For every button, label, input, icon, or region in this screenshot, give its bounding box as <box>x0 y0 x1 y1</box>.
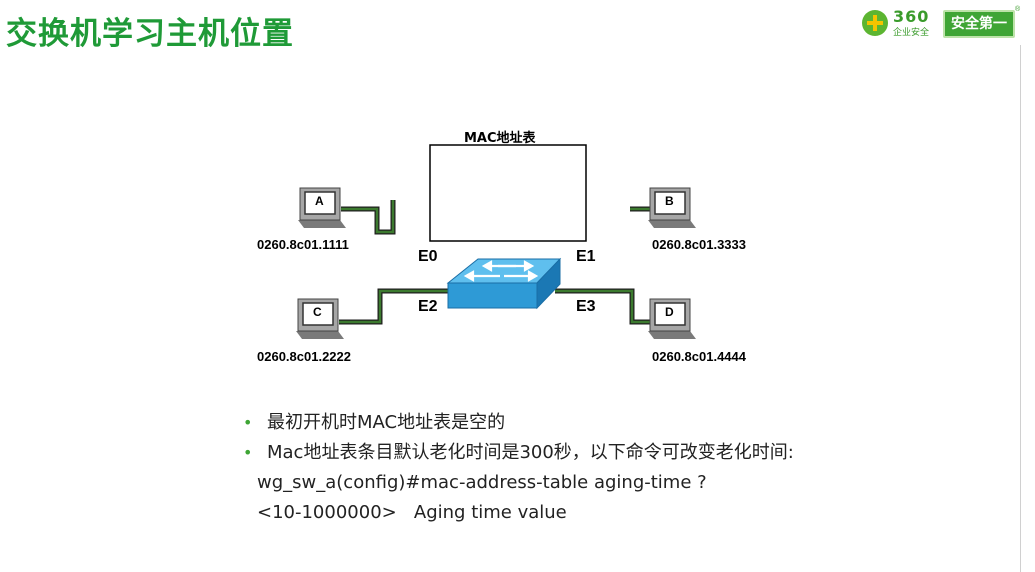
computer-d-icon <box>648 298 696 339</box>
host-b-mac: 0260.8c01.3333 <box>652 237 746 252</box>
port-e0: E0 <box>418 248 438 265</box>
port-e1: E1 <box>576 248 596 265</box>
mac-table-title: MAC地址表 <box>464 131 536 146</box>
mac-table-box <box>429 144 587 242</box>
right-divider <box>1020 45 1021 572</box>
switch-icon <box>446 257 562 310</box>
bullet-text: Mac地址表条目默认老化时间是300秒，以下命令可改变老化时间: <box>267 442 794 463</box>
bullet-dot-icon: • <box>243 413 253 432</box>
bullet-text: 最初开机时MAC地址表是空的 <box>267 412 506 433</box>
logo-number: 360 <box>893 7 930 26</box>
computer-b-icon <box>648 187 696 228</box>
port-e3: E3 <box>576 298 596 315</box>
host-a-mac: 0260.8c01.1111 <box>257 237 349 252</box>
logo-badge: 安全第一 <box>943 10 1015 38</box>
host-c-letter: C <box>313 305 322 319</box>
link-c <box>339 288 455 325</box>
link-a <box>341 200 396 235</box>
host-a-letter: A <box>315 194 324 208</box>
command-help-text: <10-1000000> Aging time value <box>257 502 567 523</box>
logo-registered-mark: ® <box>1015 6 1021 13</box>
bullet-dot-icon: • <box>243 443 253 462</box>
page-title: 交换机学习主机位置 <box>6 16 294 52</box>
computer-a-icon <box>298 187 346 228</box>
host-c-mac: 0260.8c01.2222 <box>257 349 351 364</box>
link-d <box>555 288 650 325</box>
brand-logo: 360 企业安全 安全第一 ® <box>862 6 1022 38</box>
host-b-letter: B <box>665 194 674 208</box>
plus-logo-icon <box>862 10 888 36</box>
computer-c-icon <box>296 298 344 339</box>
host-d-mac: 0260.8c01.4444 <box>652 349 746 364</box>
logo-subtitle: 企业安全 <box>893 28 930 38</box>
port-e2: E2 <box>418 298 438 315</box>
command-text: wg_sw_a(config)#mac-address-table aging-… <box>257 472 707 493</box>
host-d-letter: D <box>665 305 674 319</box>
